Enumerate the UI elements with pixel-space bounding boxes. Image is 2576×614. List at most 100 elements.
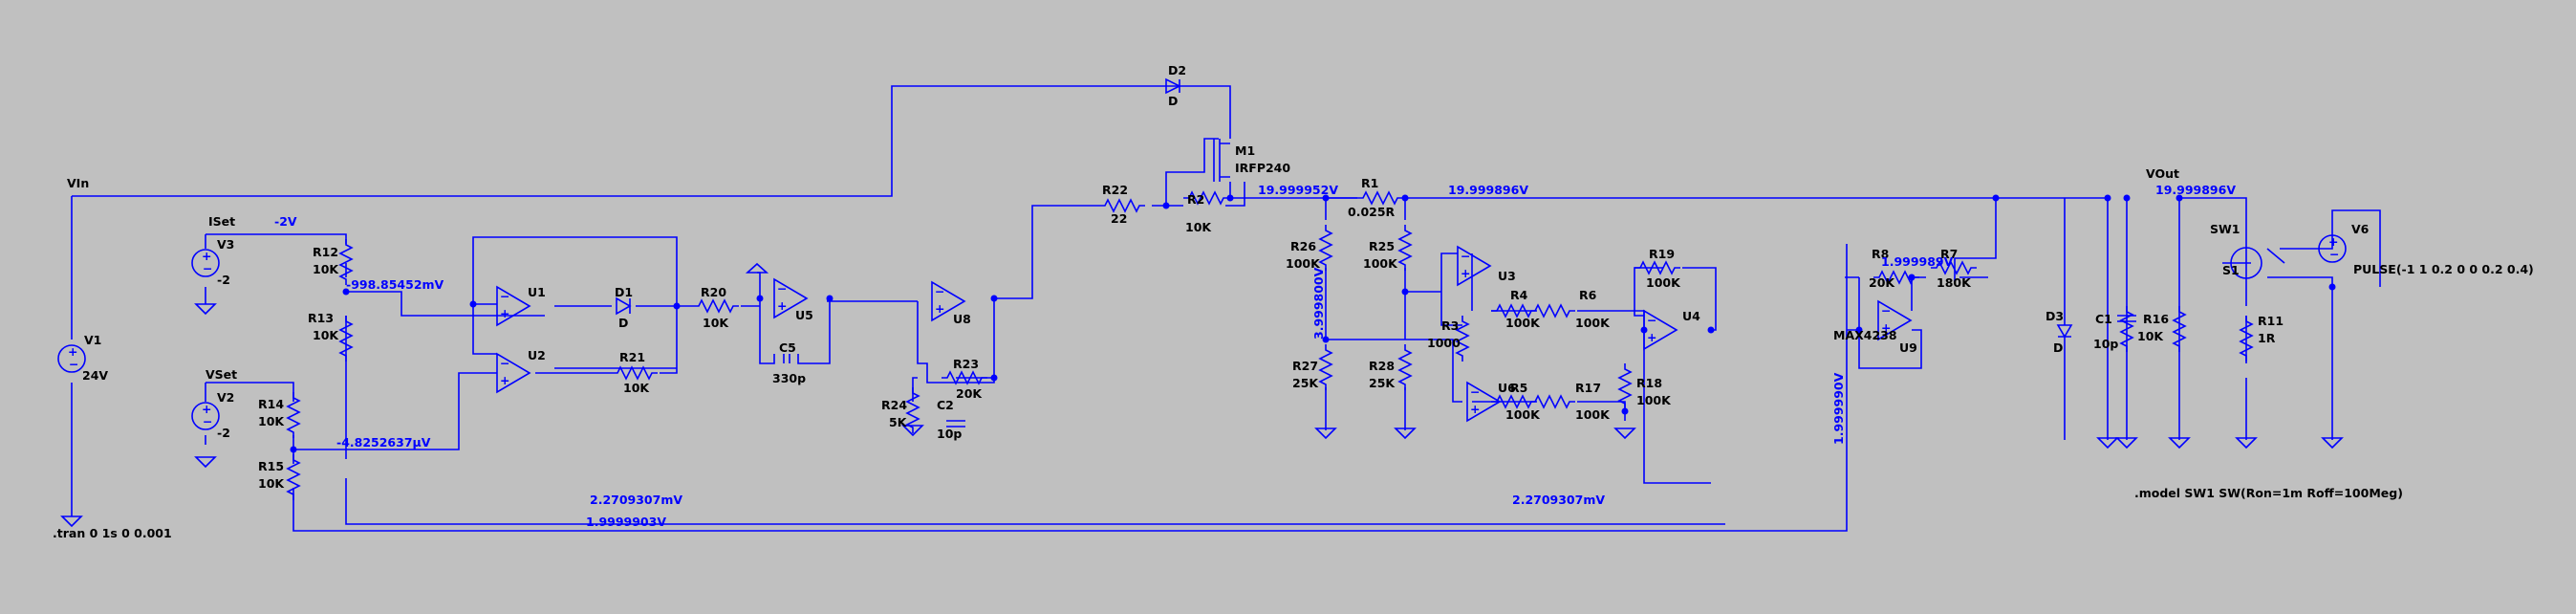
svg-text:10K: 10K [313,328,339,342]
svg-text:R18: R18 [1636,376,1662,390]
svg-text:1.9999903V: 1.9999903V [586,515,666,529]
svg-text:10K: 10K [313,262,339,276]
svg-text:25K: 25K [1369,376,1396,390]
svg-text:2.2709307mV: 2.2709307mV [590,493,682,507]
svg-text:-4.8252637µV: -4.8252637µV [336,435,431,450]
svg-text:U6: U6 [1498,381,1516,395]
svg-text:D2: D2 [1168,63,1186,77]
svg-text:1R: 1R [2258,331,2276,345]
svg-text:C5: C5 [779,340,796,355]
svg-text:10K: 10K [258,414,285,428]
svg-text:R11: R11 [2258,314,2284,328]
svg-text:19.999896V: 19.999896V [2155,183,2236,197]
svg-text:R14: R14 [258,397,284,411]
svg-text:D: D [618,316,628,330]
svg-text:10K: 10K [1185,220,1212,234]
svg-text:C1: C1 [2095,312,2112,326]
svg-text:VSet: VSet [206,367,237,382]
voltage-source-v1[interactable] [57,343,86,373]
svg-text:D3: D3 [2046,309,2064,323]
svg-text:100K: 100K [1575,407,1611,422]
svg-text:V1: V1 [84,333,101,347]
svg-text:10K: 10K [2137,329,2164,343]
svg-text:VIn: VIn [67,176,89,190]
svg-text:R21: R21 [619,350,645,364]
svg-text:-998.85452mV: -998.85452mV [346,277,444,292]
svg-text:19.999952V: 19.999952V [1258,183,1338,197]
svg-text:5K: 5K [889,415,908,429]
svg-text:-2V: -2V [274,214,297,229]
svg-text:PULSE(-1 1 0.2 0 0 0.2 0.4): PULSE(-1 1 0.2 0 0 0.2 0.4) [2353,262,2534,276]
svg-text:R17: R17 [1575,381,1601,395]
svg-text:R13: R13 [308,311,334,325]
svg-text:20K: 20K [956,386,983,401]
wires [71,85,2381,532]
svg-text:R6: R6 [1579,288,1597,302]
svg-text:R27: R27 [1292,359,1318,373]
svg-text:-2: -2 [217,426,230,440]
svg-text:1000: 1000 [1427,336,1461,350]
svg-text:M1: M1 [1235,143,1255,158]
svg-text:22: 22 [1111,211,1127,226]
node-voltages: -2V -998.85452mV -4.8252637µV 19.999952V… [274,183,2236,529]
svg-text:R16: R16 [2143,312,2169,326]
svg-text:10K: 10K [258,476,285,491]
svg-text:.model SW1 SW(Ron=1m Roff=100M: .model SW1 SW(Ron=1m Roff=100Meg) [2134,486,2403,500]
svg-text:V2: V2 [217,390,234,405]
svg-text:R5: R5 [1510,381,1527,395]
svg-text:330p: 330p [772,371,806,385]
svg-text:180K: 180K [1937,275,1972,290]
svg-text:10K: 10K [703,316,729,330]
svg-text:U2: U2 [528,348,546,362]
svg-text:R22: R22 [1102,183,1128,197]
svg-text:D: D [1168,94,1178,108]
ground-symbols [61,262,2343,527]
semiconductors[interactable] [616,77,2285,440]
svg-text:R19: R19 [1649,247,1675,261]
svg-text:V3: V3 [217,237,234,252]
svg-text:D: D [2053,340,2063,355]
svg-text:2.2709307mV: 2.2709307mV [1512,493,1605,507]
svg-text:10p: 10p [937,427,962,441]
svg-text:24V: 24V [82,368,108,383]
svg-text:19.999896V: 19.999896V [1448,183,1528,197]
svg-text:3.999800V: 3.999800V [1311,267,1326,340]
svg-text:R2: R2 [1187,192,1204,207]
svg-text:100K: 100K [1505,316,1541,330]
svg-text:ISet: ISet [208,214,235,229]
svg-text:25K: 25K [1292,376,1319,390]
svg-text:V6: V6 [2351,222,2370,236]
component-labels: V1 24V V2 -2 V3 -2 R12 10K R13 10K R14 1… [82,63,2534,491]
svg-text:R12: R12 [313,245,338,259]
svg-text:10K: 10K [623,381,650,395]
svg-text:R1: R1 [1361,176,1378,190]
svg-text:R3: R3 [1441,318,1459,333]
svg-text:U3: U3 [1498,269,1516,283]
svg-text:1.999990V: 1.999990V [1831,372,1846,445]
svg-text:U4: U4 [1682,309,1700,323]
voltage-source-v3[interactable] [191,248,220,277]
svg-text:SW1: SW1 [2210,222,2240,236]
svg-text:100K: 100K [1505,407,1541,422]
svg-text:IRFP240: IRFP240 [1235,161,1290,175]
svg-text:R23: R23 [953,357,979,371]
spice-directives: .tran 0 1s 0 0.001 .model SW1 SW(Ron=1m … [53,486,2403,540]
svg-text:100K: 100K [1286,256,1321,271]
svg-text:VOut: VOut [2146,166,2179,181]
svg-text:D1: D1 [615,285,633,299]
opamps[interactable] [496,246,1912,422]
svg-text:R26: R26 [1290,239,1316,253]
svg-text:MAX4238: MAX4238 [1833,328,1897,342]
svg-text:R15: R15 [258,459,284,473]
svg-text:10p: 10p [2093,337,2118,351]
voltage-source-v2[interactable] [191,401,220,430]
svg-text:R20: R20 [701,285,726,299]
svg-text:U1: U1 [528,285,546,299]
svg-text:U5: U5 [795,308,813,322]
svg-text:U8: U8 [953,312,971,326]
resistors[interactable] [287,191,2253,501]
capacitors[interactable] [783,315,2136,428]
svg-text:100K: 100K [1363,256,1398,271]
svg-text:100K: 100K [1646,275,1681,290]
